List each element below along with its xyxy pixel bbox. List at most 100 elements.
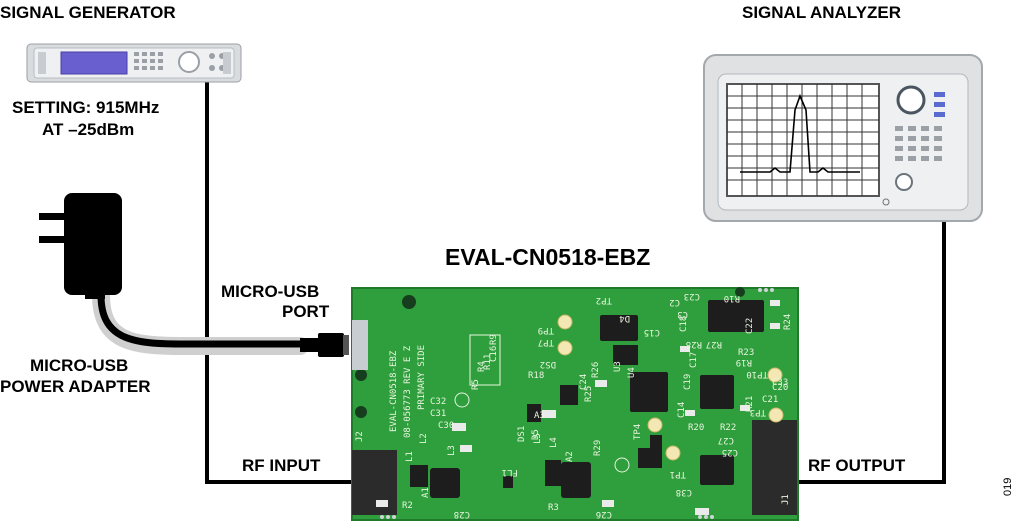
silk-ref-fl1: FL1 (502, 467, 518, 477)
silk-ref-r25: R25 (584, 386, 594, 402)
silk-ref-tp1: TP1 (670, 469, 686, 479)
silk-ref-r28: R28 (686, 339, 702, 349)
silk-ref-c32: C32 (430, 397, 446, 407)
silk-ref-r20: R20 (688, 423, 704, 433)
power-adapter-label-line2: POWER ADAPTER (0, 377, 151, 396)
silk-ref-j2: J2 (355, 431, 365, 442)
silk-ref-r2: R2 (402, 501, 413, 511)
silk-ref-r19: R19 (736, 357, 752, 367)
generator-setting-line2: AT –25dBm (42, 120, 135, 139)
silk-ref-l4: L4 (549, 437, 559, 448)
usb-port-label-line2: PORT (282, 302, 330, 321)
silk-ref-c30: C30 (438, 421, 454, 431)
figure-number: 019 (1002, 477, 1014, 496)
silk-ref-r21: R21 (745, 396, 755, 412)
usb-cable (97, 291, 304, 348)
silk-board-id-1: EVAL-CN0518-EBZ (389, 350, 399, 432)
silk-ref-c22: C22 (745, 318, 755, 334)
silk-ref-r18: R18 (528, 371, 544, 381)
silk-ref-c33: C33 (772, 378, 788, 388)
silk-ref-c19: C19 (683, 374, 693, 390)
silk-ref-tp10: TP10 (746, 369, 768, 379)
silkscreen-text: EVAL-CN0518-EBZ 08-056773 REV E Z PRIMAR… (355, 291, 793, 519)
silk-ref-tp2: TP2 (596, 295, 612, 305)
silk-ref-j1: J1 (781, 494, 791, 505)
silk-ref-c2: C2 (669, 297, 680, 307)
eval-board (351, 287, 799, 521)
silk-ref-c15: C15 (644, 327, 660, 337)
silk-ref-r9: R9 (489, 334, 499, 345)
silk-ref-c17: C17 (689, 352, 699, 368)
silk-ref-c31: C31 (430, 409, 446, 419)
silk-ref-c20: C20 (772, 383, 788, 393)
silk-ref-a2: A2 (565, 451, 575, 462)
silk-ref-r27: R27 (706, 339, 722, 349)
silk-ref-r4: R4 (477, 361, 487, 372)
signal-generator-label: SIGNAL GENERATOR (0, 3, 176, 22)
usb-port-label-line1: MICRO-USB (221, 282, 320, 301)
silk-ref-r3: R3 (548, 503, 559, 513)
silk-ref-r24: R24 (783, 314, 793, 330)
silk-ref-r10: R10 (724, 293, 740, 303)
silk-ref-r26: R26 (591, 362, 601, 378)
silk-ref-r29: R29 (593, 440, 603, 456)
silk-ref-c3: C3 (677, 309, 688, 319)
signal-analyzer (703, 54, 983, 222)
silk-ref-c27: C27 (718, 435, 734, 445)
silk-ref-c38: C38 (676, 487, 692, 497)
analyzer-keypad (895, 126, 942, 161)
analyzer-knob (896, 85, 926, 115)
silk-ref-tp4: TP4 (633, 424, 643, 440)
silk-board-id-3: PRIMARY SIDE (417, 345, 427, 410)
micro-usb-plug (300, 333, 349, 357)
silk-ref-a1: A1 (421, 487, 431, 498)
silk-ref-c28: C28 (454, 509, 470, 519)
silk-ref-r22: R22 (720, 423, 736, 433)
cables (92, 82, 950, 484)
generator-setting-line1: SETTING: 915MHz (12, 98, 160, 117)
silk-ref-r5: R5 (471, 379, 481, 390)
usb-receptacle (352, 320, 368, 370)
silk-ref-ds2: DS2 (540, 359, 556, 369)
board-title: EVAL-CN0518-EBZ (445, 244, 651, 270)
silk-ref-d5: D5 (531, 429, 541, 440)
silk-ref-c21: C21 (762, 395, 778, 405)
signal-generator (26, 43, 242, 83)
silk-ref-c24: C24 (579, 374, 589, 390)
analyzer-trace (740, 93, 860, 173)
rf-input-label: RF INPUT (242, 456, 321, 475)
rf-output-cable (794, 204, 946, 484)
silk-ref-c26: C26 (596, 509, 612, 519)
silk-ref-l2: L2 (419, 433, 429, 444)
signal-analyzer-label: SIGNAL ANALYZER (742, 3, 902, 22)
silk-ref-r11: R11 (483, 354, 493, 370)
silk-ref-tp3: TP3 (750, 407, 766, 417)
silk-board-id-2: 08-056773 REV E Z (403, 345, 413, 438)
rf-input-connector (352, 450, 397, 515)
silk-ref-c23: C23 (684, 291, 700, 301)
silk-ref-c14: C14 (677, 402, 687, 418)
power-adapter-label-line1: MICRO-USB (30, 356, 129, 375)
silk-ref-r23: R23 (738, 348, 754, 358)
rf-output-label: RF OUTPUT (808, 456, 906, 475)
power-adapter (39, 193, 122, 299)
silk-ref-c16: C16 (489, 346, 499, 362)
silk-ref-a3: A3 (534, 411, 545, 421)
generator-knob (178, 51, 200, 73)
analyzer-grid (727, 84, 879, 196)
silk-ref-tp7: TP7 (538, 337, 554, 347)
silk-ref-c18: C18 (679, 316, 689, 332)
silk-ref-c25: C25 (722, 447, 738, 457)
analyzer-screen (726, 83, 880, 197)
silk-ref-ds1: DS1 (517, 426, 527, 442)
silk-ref-l5: L5 (533, 433, 543, 444)
silk-ref-l1: L1 (405, 451, 415, 462)
rf-input-cable (205, 82, 352, 484)
silk-ref-d4: D4 (619, 313, 630, 323)
rf-output-connector (752, 420, 797, 515)
silk-ref-l3: L3 (447, 445, 457, 456)
generator-display (60, 51, 128, 75)
